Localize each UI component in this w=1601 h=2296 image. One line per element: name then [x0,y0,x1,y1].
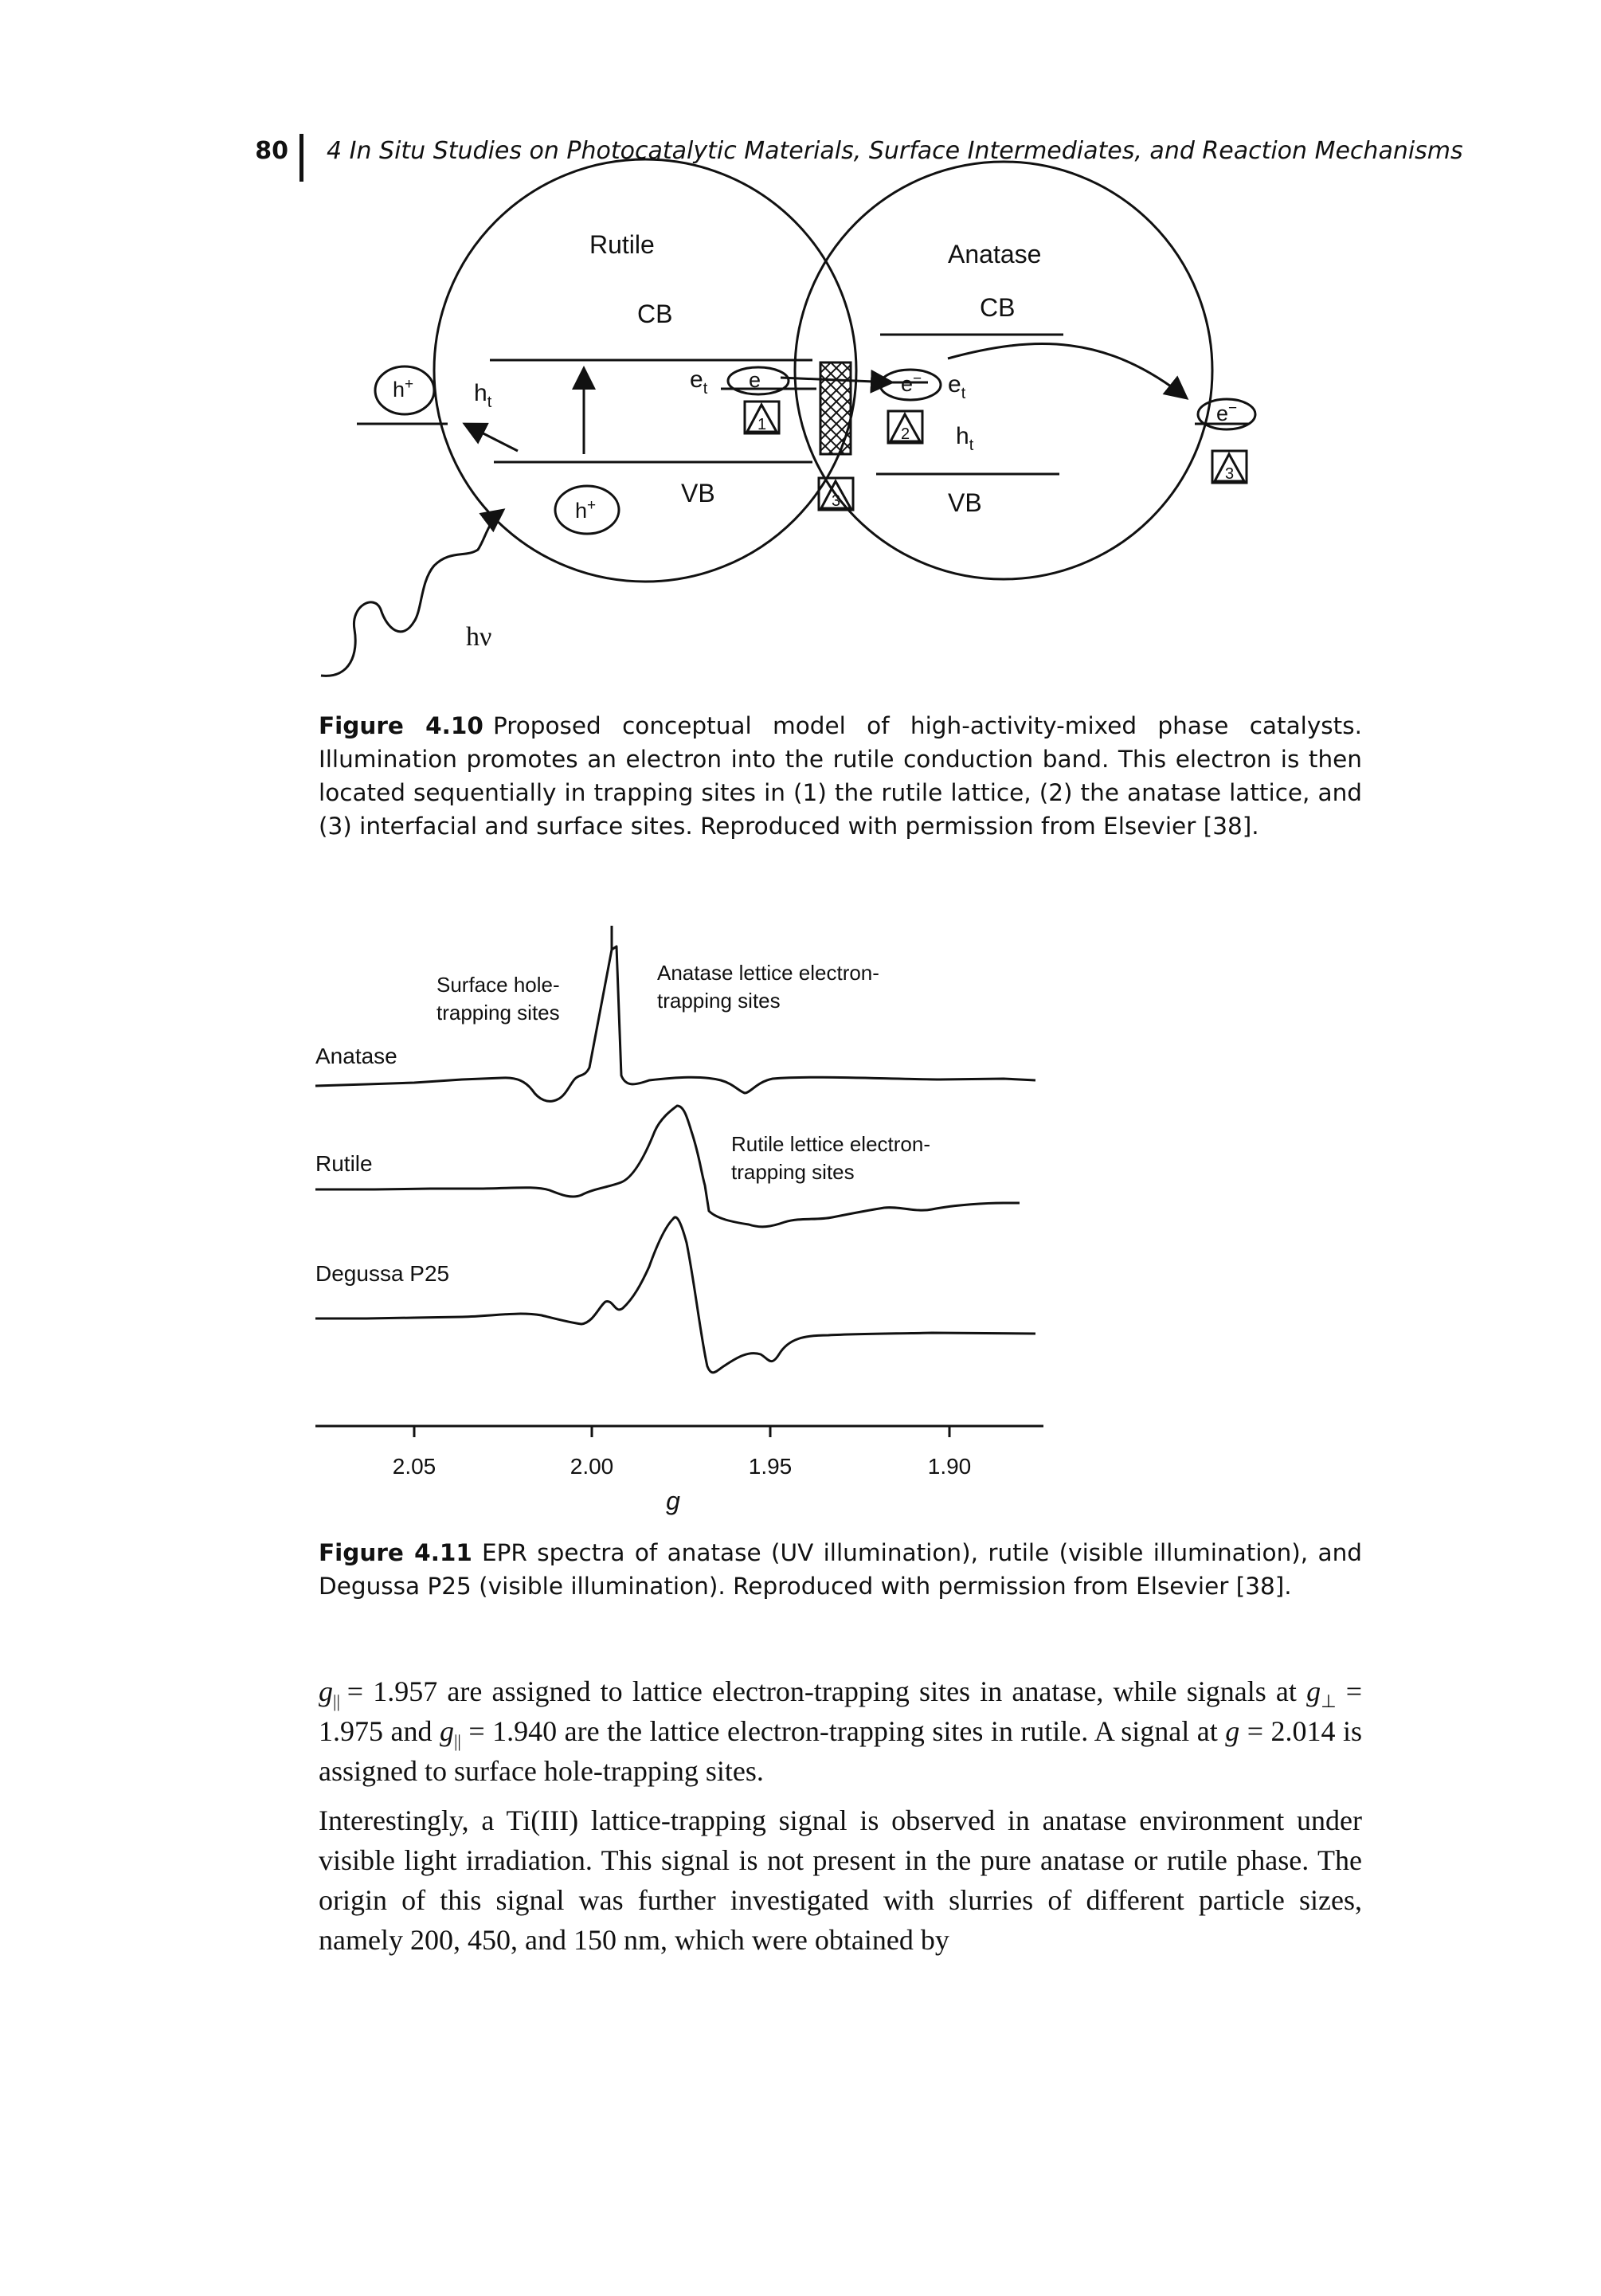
electron-circle-surface [1196,398,1257,431]
anatase-label: Anatase [948,240,1041,268]
x-tick-label-205: 2.05 [393,1454,436,1479]
figure-4-11-chart: Anatase Rutile Degussa P25 Surface hole-… [315,926,1043,1515]
et-label-rutile: et [690,366,708,398]
annotation-surface-line2: trapping sites [436,1001,560,1025]
series-label-degussa-p25: Degussa P25 [315,1261,449,1286]
series-label-rutile: Rutile [315,1151,373,1176]
svg-text:e−: e− [901,370,922,396]
ht-label-rutile: ht [474,380,492,411]
electron-transfer-arrow [780,369,894,394]
svg-text:h+: h+ [575,497,596,523]
svg-text:e−: e− [1216,400,1237,425]
rutile-label: Rutile [589,230,655,259]
anatase-cb-label: CB [980,293,1015,322]
svg-text:e: e [749,368,761,392]
site-3-box-interface [817,476,855,511]
rutile-particle [433,158,858,583]
site-3-box-surface [1211,449,1248,484]
svg-text:h+: h+ [393,376,413,402]
electron-circle-anatase [879,368,942,402]
figure-4-10-caption-text: Proposed conceptual model of high-activi… [319,712,1362,840]
site-1-label: 1 [757,416,766,433]
interface-region [819,361,852,456]
surface-transfer-arrow [947,343,1189,400]
annotation-rutile-line1: Rutile lettice electron- [731,1132,930,1156]
x-axis-label: g [666,1487,680,1515]
electron-circle-rutile [726,366,790,396]
rutile-vb-label: VB [681,479,715,507]
figure-4-11-caption-text: EPR spectra of anatase (UV illumination)… [319,1539,1362,1600]
hole-migration-arrow [462,422,519,453]
body-paragraph-1: g|| = 1.957 are assigned to lattice elec… [319,1675,1363,1787]
annotation-anatase-line2: trapping sites [657,989,781,1013]
hole-circle-left [374,365,436,416]
figure-4-11-label: Figure 4.11 [319,1539,472,1566]
body-text: g|| = 1.957 are assigned to lattice elec… [319,1671,1362,1960]
x-tick-label-200: 2.00 [570,1454,614,1479]
figure-4-10-label: Figure 4.10 [319,712,483,739]
running-title: 4 In Situ Studies on Photocatalytic Mate… [327,137,1463,165]
series-label-anatase: Anatase [315,1044,397,1068]
degussa-p25-spectrum [315,1216,1036,1374]
annotation-surface-line1: Surface hole- [436,973,560,997]
et-label-anatase: et [948,371,966,402]
header-rule [299,134,303,182]
x-tick-label-190: 1.90 [928,1454,972,1479]
anatase-vb-label: VB [948,488,982,517]
hv-label: hν [466,622,491,652]
site-2-box [887,409,924,445]
annotation-rutile-line2: trapping sites [731,1160,855,1184]
body-paragraph-2: Interestingly, a Ti(III) lattice-trappin… [319,1804,1362,1956]
annotation-anatase-line1: Anatase lettice electron- [657,961,879,985]
photon-wave [320,508,506,677]
figure-4-10-diagram: Rutile Anatase CB CB VB VB h+ h+ e e− e−… [320,158,1257,677]
site-1-box [743,400,781,435]
site-2-label: 2 [901,425,910,443]
anatase-spectrum [315,945,1036,1103]
page-number: 80 [255,137,288,165]
rutile-cb-label: CB [637,300,672,328]
site-3-label-interface: 3 [832,492,840,510]
hole-circle-vb [554,484,620,535]
running-head: 80 4 In Situ Studies on Photocatalytic M… [239,134,1463,182]
x-tick-label-195: 1.95 [749,1454,793,1479]
rutile-spectrum [315,1104,1020,1228]
anatase-particle [793,160,1214,581]
ht-label-anatase: ht [956,423,974,454]
site-3-label-surface: 3 [1225,465,1234,483]
